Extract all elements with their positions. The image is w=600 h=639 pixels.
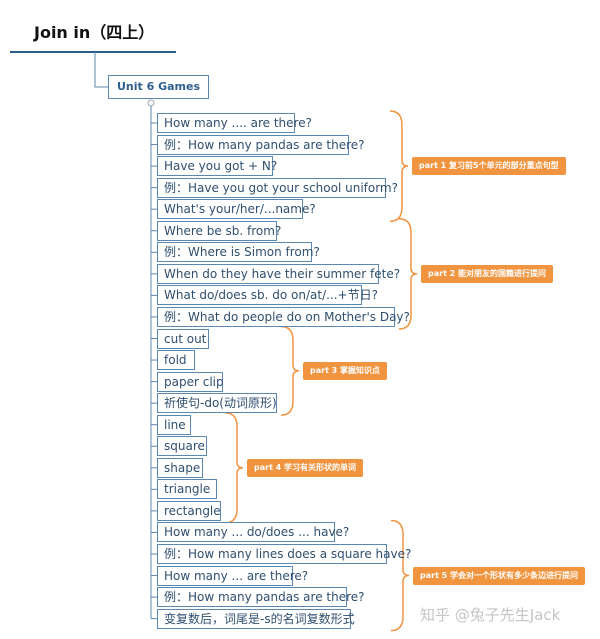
leaf-node[interactable]: 例：How many pandas are there? <box>157 134 365 155</box>
unit-node[interactable]: Unit 6 Games <box>108 75 210 99</box>
part-badge: part 4 学习有关形状的单词 <box>247 458 364 477</box>
leaf-node[interactable]: 例：How many lines does a square have? <box>157 544 411 564</box>
leaf-node[interactable]: 例：What do people do on Mother's Day? <box>157 306 410 327</box>
part-brace <box>390 519 410 632</box>
leaf-node[interactable]: 变复数后，词尾是-s的名词复数形式 <box>157 608 355 629</box>
part-brace <box>224 411 244 524</box>
part-badge: part 5 学会对一个形状有多少条边进行提问 <box>413 566 586 585</box>
part-brace <box>280 325 300 416</box>
leaf-node[interactable]: line <box>157 414 191 435</box>
leaf-node[interactable]: 例：How many pandas are there? <box>157 587 365 608</box>
leaf-node[interactable]: How many .... are there? <box>157 113 312 133</box>
root-to-unit-connector <box>94 52 108 88</box>
leaf-node[interactable]: shape <box>157 457 203 478</box>
leaf-node[interactable]: fold <box>157 350 195 371</box>
leaf-node[interactable]: paper clip <box>157 371 224 392</box>
leaf-node[interactable]: rectangle <box>157 500 221 521</box>
watermark: 知乎 @兔子先生Jack <box>420 606 561 624</box>
leaf-node[interactable]: square <box>157 436 207 457</box>
leaf-node[interactable]: What's your/her/...name? <box>157 199 316 220</box>
leaf-node[interactable]: How many ... do/does ... have? <box>157 522 349 543</box>
leaf-node[interactable]: How many ... are there? <box>157 565 308 586</box>
part-badge: part 2 能对朋友的国籍进行提问 <box>421 264 554 283</box>
leaf-node[interactable]: cut out <box>157 328 209 349</box>
leaf-node[interactable]: What do/does sb. do on/at/...+节日? <box>157 285 378 306</box>
leaf-node[interactable]: 例：Have you got your school uniform? <box>157 177 398 198</box>
leaf-node[interactable]: Have you got + N? <box>157 156 277 177</box>
root-title: Join in（四上） <box>34 23 155 42</box>
leaf-node[interactable]: When do they have their summer fete? <box>157 263 400 284</box>
part-badge: part 3 掌握知识点 <box>303 361 388 380</box>
part-brace <box>398 218 418 330</box>
part-brace <box>389 110 409 222</box>
leaf-node[interactable]: Where be sb. from? <box>157 220 281 241</box>
collapse-toggle-icon[interactable] <box>147 99 155 107</box>
leaf-node[interactable]: triangle <box>157 479 217 500</box>
leaf-node[interactable]: 例：Where is Simon from? <box>157 242 320 263</box>
part-badge: part 1 复习前5个单元的部分重点句型 <box>412 157 566 176</box>
leaf-node[interactable]: 祈使句-do(动词原形) <box>157 393 277 414</box>
